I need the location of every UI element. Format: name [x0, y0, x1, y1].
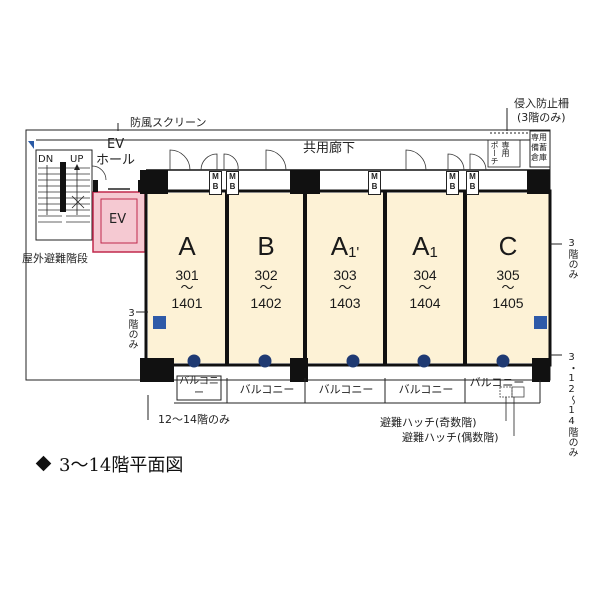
intrusion-fence-note: (3階のみ)	[517, 111, 566, 124]
marker-square-right	[534, 316, 547, 329]
balcony-label-a: バルコニー	[179, 376, 219, 399]
floor3-only-left-label: 3階のみ	[126, 308, 137, 349]
stair-core-wall	[60, 162, 66, 212]
porch-label: ポーチ	[490, 141, 499, 165]
unit-letter: B	[257, 231, 275, 261]
ev-hall-label-2: ホール	[96, 153, 136, 168]
unit-range-tilde: 〜	[180, 281, 194, 296]
unit-a1-prime: A1' 303 〜 1403	[306, 232, 384, 311]
plan-caption: 3〜14階平面図	[35, 455, 184, 477]
stair-arrow-up-head	[74, 164, 80, 170]
hatch-even-label: 避難ハッチ(偶数階)	[402, 431, 499, 444]
unit-range-tilde: 〜	[259, 281, 273, 296]
hatch-odd-label: 避難ハッチ(奇数階)	[380, 416, 477, 429]
party-walls	[225, 191, 467, 365]
ev-label: EV	[109, 212, 127, 227]
unit-number-from: 305	[496, 267, 520, 283]
mb-box: M B	[446, 171, 459, 195]
ev-hall-label-1: EV	[107, 137, 125, 152]
unit-number-to: 1403	[329, 295, 361, 311]
stair-treads	[38, 167, 90, 223]
mb-box: M B	[368, 171, 381, 195]
mb-box: M B	[226, 171, 239, 195]
stair-cross-b	[71, 195, 85, 209]
columns	[140, 170, 550, 382]
unit-range-tilde: 〜	[338, 281, 352, 296]
porch-box	[487, 139, 521, 168]
storage-label-3: 倉庫	[531, 153, 547, 162]
stair-dn-label: DN	[38, 154, 54, 165]
unit-letter: A1	[412, 231, 438, 261]
balcony-label-c: バルコニー	[469, 376, 525, 389]
unit-letter: C	[498, 231, 518, 261]
plan-caption-text: 3〜14階平面図	[59, 455, 184, 476]
storage-room	[529, 130, 551, 168]
unit-letter: A1'	[330, 231, 360, 261]
marker-dots	[187, 354, 510, 368]
unit-range-tilde: 〜	[501, 281, 515, 296]
unit-a1: A1 304 〜 1404	[386, 232, 464, 311]
unit-b: B 302 〜 1402	[228, 232, 304, 311]
unit-fills	[148, 193, 550, 363]
balcony-label-a1-prime: バルコニー	[318, 383, 374, 396]
unit-number-from: 301	[175, 267, 199, 283]
balcony-dividers	[226, 378, 541, 403]
floor12-14-only-label: 12〜14階のみ	[158, 413, 230, 426]
unit-c: C 305 〜 1405	[466, 232, 550, 311]
unit-number-to: 1401	[171, 295, 203, 311]
balcony-label-a1: バルコニー	[398, 383, 454, 396]
balcony-a-box	[176, 375, 222, 401]
mb-box: M B	[466, 171, 479, 195]
ev-car	[100, 198, 138, 244]
unit-range-tilde: 〜	[418, 281, 432, 296]
unit-a: A 301 〜 1401	[148, 232, 226, 311]
balcony-label-b: バルコニー	[239, 383, 295, 396]
storage-label-2: 備蓄	[531, 143, 547, 152]
door-swings	[91, 149, 487, 181]
storage-label-1: 専用	[531, 133, 547, 142]
stair-up-label: UP	[70, 154, 84, 165]
unit-number-to: 1405	[492, 295, 524, 311]
unit-number-from: 302	[254, 267, 278, 283]
stair-corner-marker	[28, 141, 34, 149]
windscreen-label: 防風スクリーン	[130, 116, 207, 129]
floor3-only-right-label: 3階のみ	[566, 238, 577, 279]
unit-letter: A	[178, 231, 196, 261]
intrusion-fence-label: 侵入防止柵	[514, 97, 569, 110]
hatch-even	[511, 386, 525, 398]
unit-number-from: 303	[333, 267, 357, 283]
mb-box: M B	[209, 171, 222, 195]
marker-square-left	[153, 316, 166, 329]
outdoor-stair-label: 屋外避難階段	[22, 252, 88, 265]
unit-number-from: 304	[413, 267, 437, 283]
unit-number-to: 1402	[250, 295, 282, 311]
porch-private-label: 専用	[501, 141, 510, 157]
ev-wall-left	[93, 180, 98, 192]
diamond-bullet-icon	[35, 455, 52, 472]
corridor-label: 共用廊下	[303, 141, 356, 156]
floor3-12-14-right-label: 3・12〜14階のみ	[566, 352, 577, 457]
unit-number-to: 1404	[409, 295, 441, 311]
